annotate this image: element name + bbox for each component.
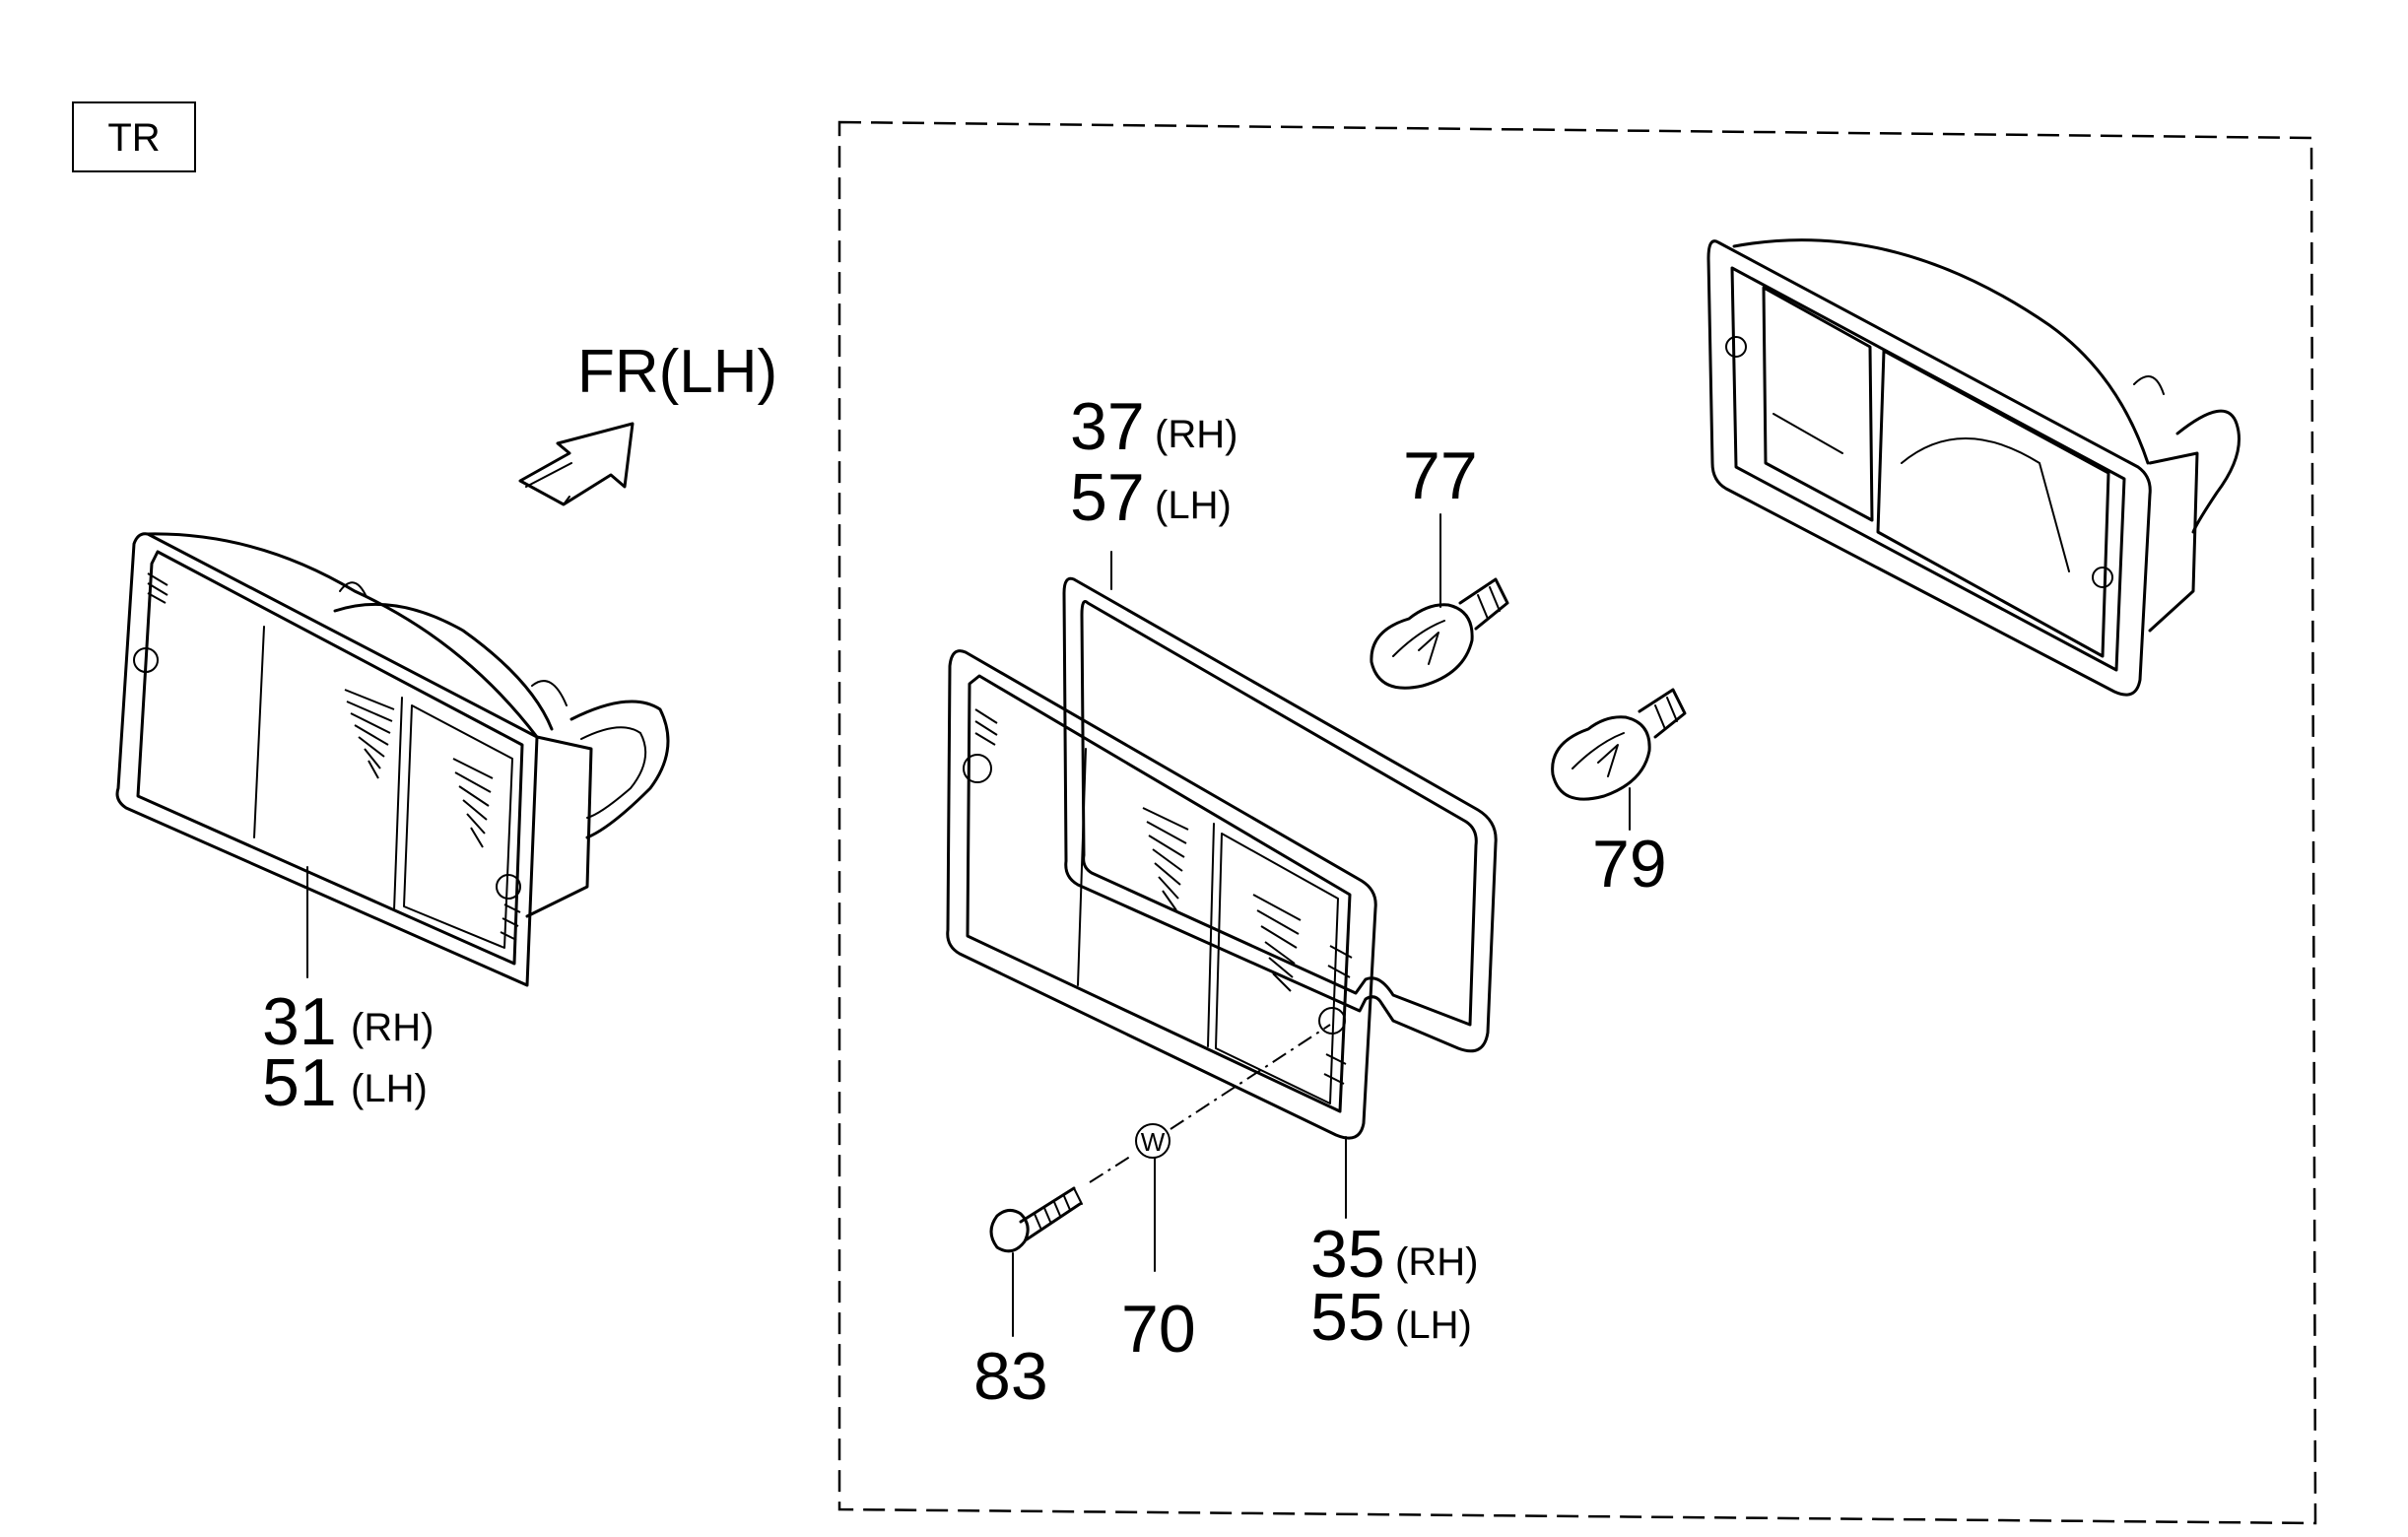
callout-35-number: 35 xyxy=(1310,1217,1385,1292)
tr-tag-label: TR xyxy=(107,116,160,160)
callout-37-57: 37 (RH) 57 (LH) xyxy=(1070,389,1237,535)
front-direction-indicator: FR(LH) xyxy=(518,338,777,506)
lamp-lens-illustration xyxy=(946,649,1377,1140)
callout-55-number: 55 xyxy=(1310,1280,1385,1355)
callout-51-number: 51 xyxy=(262,1045,337,1120)
callout-31-side: (RH) xyxy=(351,1006,434,1049)
lamp-gasket-illustration xyxy=(1062,576,1498,1053)
callout-31-number: 31 xyxy=(262,984,337,1059)
callout-35-side: (RH) xyxy=(1395,1240,1478,1284)
callout-37-number: 37 xyxy=(1070,389,1145,464)
direction-arrow-icon xyxy=(518,422,635,506)
callout-35-55: 35 (RH) 55 (LH) xyxy=(1310,1217,1478,1355)
assembly-axis-line xyxy=(1089,1024,1331,1183)
callout-31-51: 31 (RH) 51 (LH) xyxy=(262,984,434,1120)
callout-57-side: (LH) xyxy=(1155,484,1232,527)
callout-37-side: (RH) xyxy=(1155,413,1237,456)
bulb-77-illustration xyxy=(1370,577,1509,690)
callout-70-number: 70 xyxy=(1121,1292,1196,1367)
callout-83-number: 83 xyxy=(973,1339,1048,1414)
washer-70-icon: W xyxy=(1135,1123,1171,1159)
tr-tag: TR xyxy=(72,101,196,172)
callout-51-side: (LH) xyxy=(351,1067,428,1110)
lamp-housing-illustration xyxy=(1706,238,2241,697)
front-direction-label: FR(LH) xyxy=(577,338,777,406)
assembled-lamp-illustration xyxy=(115,532,670,987)
exploded-view-frame xyxy=(837,120,2317,1525)
washer-symbol: W xyxy=(1141,1127,1166,1157)
callout-57-number: 57 xyxy=(1070,460,1145,535)
callout-77-number: 77 xyxy=(1403,438,1478,513)
callout-79-number: 79 xyxy=(1592,827,1667,902)
bulb-79-illustration xyxy=(1551,688,1687,801)
leader-lines xyxy=(306,513,1631,1337)
callout-55-side: (LH) xyxy=(1395,1303,1472,1347)
screw-83-illustration xyxy=(989,1186,1083,1253)
